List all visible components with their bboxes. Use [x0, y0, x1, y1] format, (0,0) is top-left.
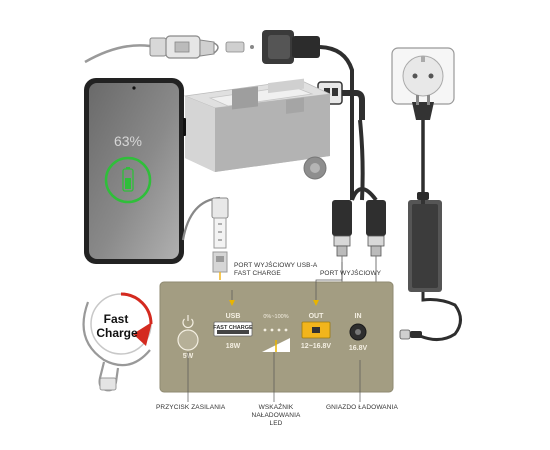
in-voltage: 16.8V — [349, 345, 368, 352]
charging-ring — [104, 156, 152, 204]
usb-fast-charge-sub: FAST CHARGE — [213, 325, 253, 331]
led-range: 0%~100% — [263, 314, 288, 320]
power-button[interactable] — [177, 329, 199, 351]
callout-lines — [187, 262, 361, 402]
dc-out-port[interactable] — [301, 321, 331, 339]
charging-socket-callout: GNIAZDO ŁADOWANIA — [326, 404, 398, 411]
wall-socket — [391, 47, 455, 105]
out-label: OUT — [309, 313, 325, 320]
power-icon — [182, 315, 194, 329]
fast-charge-line2: Charge — [96, 326, 138, 340]
led-indicator-callout-line1: WSKAŹNIK NAŁADOWANIA — [251, 404, 301, 419]
usb-a-cable — [181, 196, 229, 273]
usb-a-port[interactable] — [213, 321, 253, 337]
fast-charge-badge — [82, 292, 153, 392]
usb-port-callout-line1: PORT WYJŚCIOWY USB-A — [234, 262, 318, 269]
ac-adapter-brick — [399, 192, 462, 341]
fast-charge-line1: Fast — [104, 312, 129, 326]
power-button-callout: PRZYCISK ZASILANIA — [156, 404, 226, 411]
in-label: IN — [355, 313, 362, 320]
usb-label: USB — [226, 313, 241, 320]
dc-in-port[interactable] — [349, 323, 367, 341]
ac-plug — [412, 95, 434, 195]
dc-connector-right — [366, 200, 386, 282]
smartphone — [84, 78, 186, 264]
led-dots — [263, 328, 288, 332]
car-charger-plug — [84, 35, 254, 64]
power-bank-panel — [159, 281, 394, 393]
usb-port-callout: PORT WYJŚCIOWY USB-A FAST CHARGE — [234, 262, 317, 278]
usb-port-callout-line2: FAST CHARGE — [234, 270, 281, 277]
portable-fridge — [183, 78, 332, 180]
usb-watts: 18W — [226, 343, 241, 350]
car-socket-adapter — [262, 30, 354, 200]
callout-arrows — [229, 300, 319, 306]
led-indicator-callout: WSKAŹNIK NAŁADOWANIA LED — [236, 404, 316, 428]
battery-percent-text: 63% — [114, 133, 142, 149]
out-range: 12~16.8V — [301, 343, 331, 350]
led-indicator-callout-line2: LED — [269, 420, 283, 427]
output-port-callout: PORT WYJŚCIOWY — [320, 270, 382, 277]
